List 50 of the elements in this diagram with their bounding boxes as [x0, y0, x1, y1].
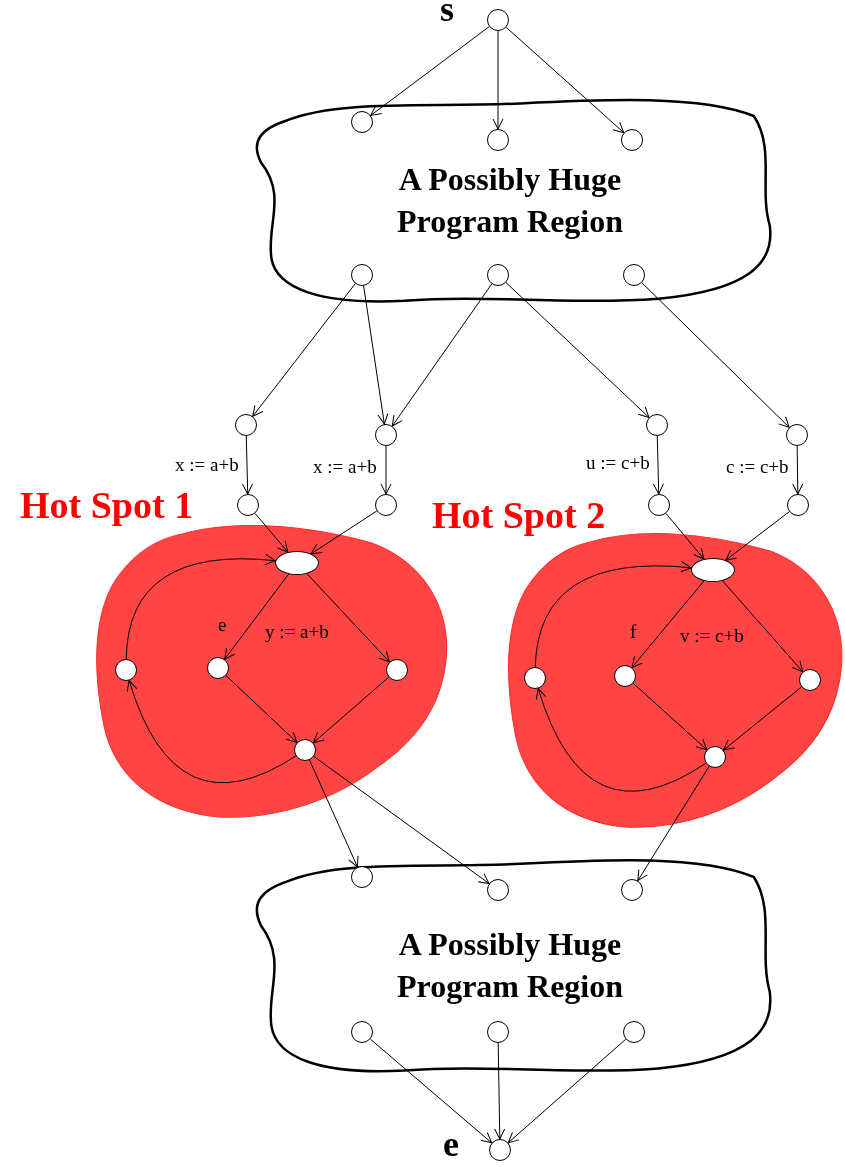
arrow: [224, 573, 290, 660]
arrow: [632, 682, 708, 751]
arrow: [792, 445, 804, 495]
node-circle: [375, 494, 397, 516]
arrow: [725, 511, 790, 561]
arrow: [225, 675, 298, 743]
arrow: [492, 30, 504, 130]
node-circle: [235, 414, 257, 436]
arrow: [722, 580, 804, 673]
node-circle: [786, 424, 808, 446]
arrow: [252, 283, 356, 417]
arrow: [312, 676, 390, 744]
arrow: [534, 561, 692, 668]
arrow: [363, 285, 389, 425]
node-circle: [646, 414, 668, 436]
arrow: [310, 510, 378, 555]
arrow: [637, 765, 710, 882]
node-circle: [375, 424, 397, 446]
region-title: A Possibly Huge Program Region: [396, 160, 624, 241]
arrow: [306, 573, 390, 663]
arrow: [631, 580, 705, 669]
node-circle: [787, 494, 809, 516]
arrow: [505, 26, 625, 134]
node-circle: [237, 494, 259, 516]
arrow: [391, 283, 493, 427]
arrow: [494, 1042, 506, 1140]
arrow: [369, 1038, 493, 1144]
arrow: [665, 512, 705, 560]
arrow: [313, 755, 490, 885]
arrow: [309, 759, 359, 868]
arrow: [641, 282, 790, 428]
node-name: s: [440, 0, 454, 27]
arrow: [125, 554, 276, 660]
statement-text: v := c+b: [680, 625, 744, 647]
arrow: [653, 435, 664, 495]
arrow: [254, 512, 289, 553]
arrow: [127, 680, 297, 784]
arrow: [507, 1038, 627, 1144]
node-name: e: [443, 1126, 459, 1162]
arrow: [370, 26, 490, 116]
region-title: A Possibly Huge Program Region: [396, 925, 624, 1006]
node-circle: [648, 494, 670, 516]
arrow: [505, 282, 650, 418]
hot-spot-title: Hot Spot 2: [432, 495, 606, 535]
statement-text: y := a+b: [265, 621, 329, 643]
arrow: [723, 686, 802, 751]
arrow: [242, 435, 253, 495]
arrow: [536, 688, 707, 792]
arrow: [380, 445, 392, 495]
hot-spot-title: Hot Spot 1: [20, 485, 194, 525]
